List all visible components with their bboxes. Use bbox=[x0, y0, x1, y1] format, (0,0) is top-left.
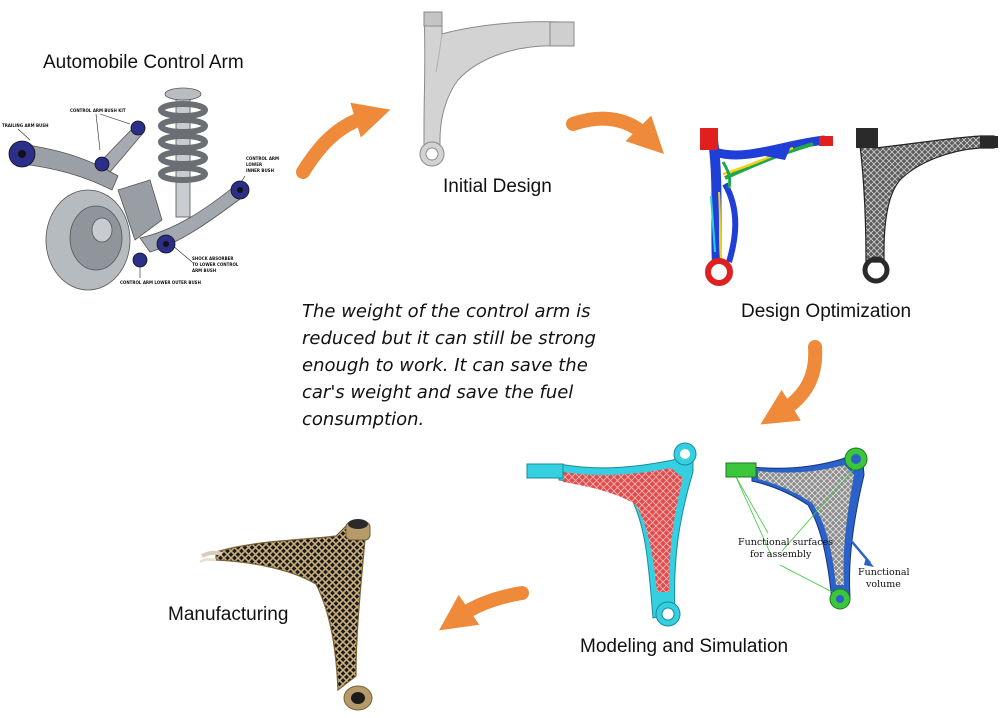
callout-shock-absorber-3: ARM BUSH bbox=[192, 268, 216, 273]
callout-lower-inner-bush-1: CONTROL ARM bbox=[246, 156, 279, 161]
callout-shock-absorber-2: TO LOWER CONTROL bbox=[192, 262, 239, 267]
curved-arrow-icon bbox=[438, 586, 529, 631]
stage-label-manufacturing: Manufacturing bbox=[168, 604, 289, 625]
description-text: The weight of the control arm is reduced… bbox=[302, 301, 596, 430]
annotation-functional-surfaces-line2: for assembly bbox=[750, 549, 812, 560]
curved-arrow-icon bbox=[566, 111, 665, 155]
manufactured-arm-illustration bbox=[199, 519, 373, 711]
initial-design-arm-illustration bbox=[419, 11, 575, 167]
optimization-stress-map-illustration bbox=[700, 128, 833, 286]
simulation-lattice-model-illustration bbox=[526, 442, 697, 627]
callout-control-arm-bush-kit: CONTROL ARM BUSH KIT bbox=[70, 108, 126, 113]
callout-lower-inner-bush-3: INNER BUSH bbox=[246, 168, 274, 173]
functional-surfaces-model-illustration: Functional surfaces for assembly Functio… bbox=[725, 447, 910, 610]
curved-arrow-icon bbox=[296, 102, 391, 179]
stage-label-automobile-control-arm: Automobile Control Arm bbox=[43, 52, 244, 73]
optimization-lattice-arm-illustration bbox=[856, 128, 998, 284]
callout-lower-outer-bush: CONTROL ARM LOWER OUTER BUSH bbox=[120, 280, 201, 285]
callout-trailing-arm-bush: TRAILING ARM BUSH bbox=[2, 123, 49, 128]
callout-shock-absorber-1: SHOCK ABSORBER bbox=[192, 256, 233, 261]
stage-label-design-optimization: Design Optimization bbox=[741, 301, 912, 322]
stage-label-modeling-and-simulation: Modeling and Simulation bbox=[580, 636, 789, 657]
callout-lower-inner-bush-2: LOWER bbox=[246, 162, 262, 167]
suspension-assembly-illustration: TRAILING ARM BUSH CONTROL ARM BUSH KIT C… bbox=[2, 87, 279, 291]
annotation-functional-volume-line1: Functional bbox=[858, 567, 910, 578]
stage-label-initial-design: Initial Design bbox=[443, 176, 552, 197]
annotation-functional-surfaces-line1: Functional surfaces bbox=[738, 537, 833, 548]
annotation-functional-volume-line2: volume bbox=[865, 579, 901, 590]
curved-arrow-icon bbox=[760, 340, 823, 425]
